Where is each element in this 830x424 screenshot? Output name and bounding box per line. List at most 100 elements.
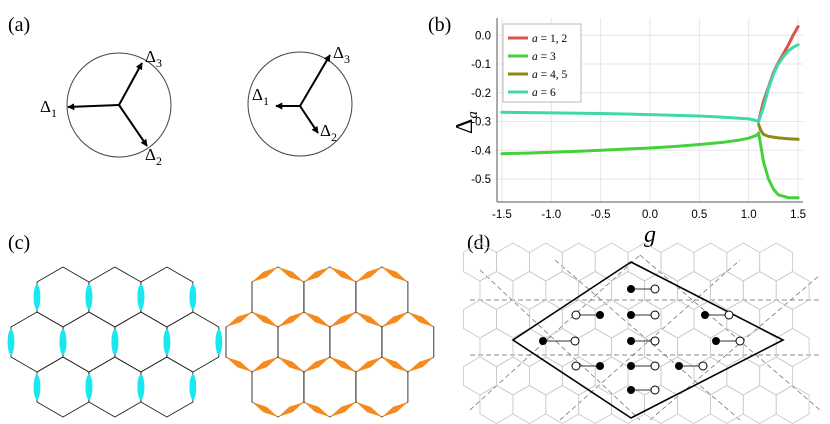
filled-site: [627, 311, 635, 319]
orange-bond: [277, 402, 304, 417]
series-line-1: [500, 131, 800, 200]
open-site: [650, 284, 660, 294]
filled-site: [627, 362, 635, 370]
filled-site: [627, 337, 635, 345]
x-tick-label: 1.5: [790, 209, 806, 221]
legend-label-var: a: [532, 69, 538, 81]
x-tick-label: 0.5: [691, 209, 707, 221]
honeycomb-orange-bonds: [225, 266, 435, 418]
orange-bond: [226, 312, 252, 327]
background-hexagon: [759, 242, 793, 282]
vector-circle-left: [66, 52, 172, 158]
background-hexagon: [463, 356, 497, 396]
hexagon-cell: [140, 266, 194, 328]
background-hexagon: [677, 328, 711, 367]
background-hexagon: [463, 299, 497, 339]
orange-bond: [381, 402, 408, 417]
background-hexagon: [545, 271, 580, 310]
orange-bond: [277, 312, 304, 327]
open-site: [735, 336, 745, 346]
background-hexagon: [561, 242, 596, 282]
y-tick-label: -0.4: [471, 145, 491, 157]
vector-circle-right: [247, 51, 353, 157]
orange-bond: [355, 402, 382, 417]
orange-bond: [407, 357, 434, 372]
background-hexagon: [496, 242, 530, 282]
y-tick-label: -0.1: [471, 59, 491, 71]
delta2-label-left: Δ2: [145, 145, 162, 168]
panel-a: (a) Δ1 Δ2 Δ3 Δ1 Δ2 Δ3: [8, 14, 353, 168]
background-hexagon: [496, 356, 530, 396]
background-hexagon: [710, 328, 744, 367]
legend-label-value: = 3: [538, 51, 556, 63]
vector-diagram-left: Δ1 Δ2 Δ3: [40, 47, 172, 168]
hexagon-cell: [166, 311, 220, 373]
cyan-bond: [137, 284, 145, 310]
orange-bond: [251, 357, 278, 372]
hexagon-cell: [355, 356, 409, 418]
legend-label-value: = 4, 5: [538, 69, 568, 81]
hexagon-cell: [10, 311, 64, 373]
background-hexagon: [644, 385, 678, 424]
hexagon-cell: [88, 266, 142, 328]
open-site: [571, 361, 581, 371]
filled-site: [712, 337, 720, 345]
filled-site: [701, 311, 709, 319]
background-hexagon: [479, 328, 514, 367]
background-hexagon: [742, 385, 777, 424]
orange-bond: [303, 357, 330, 372]
background-hexagon: [578, 385, 612, 424]
open-site: [650, 385, 660, 395]
background-hexagon: [775, 328, 810, 367]
filled-site: [596, 311, 604, 319]
orange-bond: [329, 312, 356, 327]
y-axis-label-main: Δ: [452, 119, 478, 134]
legend-label-2: a = 4, 5: [532, 69, 567, 81]
delta3-arrow-left: [118, 62, 143, 106]
background-hexagon: [644, 328, 678, 367]
orange-bond: [277, 267, 304, 282]
hexagon-cell: [36, 266, 90, 328]
open-site: [650, 336, 660, 346]
hexagon-cell: [88, 356, 142, 418]
guide-dashed-line: [479, 269, 641, 421]
background-hexagon: [529, 356, 563, 396]
background-hexagon: [775, 385, 810, 424]
orange-bond: [329, 402, 356, 417]
background-hexagon: [693, 299, 728, 339]
orange-bond: [329, 267, 356, 282]
legend-label-var: a: [532, 87, 538, 99]
legend: a = 1, 2a = 3a = 4, 5a = 6: [502, 23, 582, 103]
cyan-bond: [85, 374, 93, 400]
background-hexagon: [742, 271, 777, 310]
background-hexagon: [693, 242, 728, 282]
orange-bond: [381, 312, 408, 327]
orange-bond: [251, 402, 278, 417]
x-axis-label: g: [644, 222, 656, 248]
cyan-bond: [85, 284, 93, 310]
orange-bond: [355, 267, 382, 282]
legend-label-var: a: [532, 33, 538, 45]
delta1-arrow-left: [67, 103, 120, 111]
background-hexagon: [512, 328, 547, 367]
cyan-bond: [33, 284, 41, 310]
orange-bond: [355, 357, 382, 372]
open-site: [650, 310, 660, 320]
background-hexagon: [660, 242, 695, 282]
orange-bond: [251, 267, 278, 282]
background-hexagon: [726, 356, 761, 396]
background-hexagon: [561, 299, 596, 339]
filled-site: [627, 285, 635, 293]
filled-site: [596, 362, 604, 370]
hexagon-cell: [114, 311, 168, 373]
cyan-bond: [163, 329, 171, 355]
orange-bond: [251, 312, 278, 327]
legend-label-value: = 6: [538, 87, 556, 99]
background-hexagon: [693, 356, 728, 396]
delta2-arrow-right: [299, 105, 319, 134]
orange-bond: [303, 402, 330, 417]
orange-bond: [407, 312, 434, 327]
